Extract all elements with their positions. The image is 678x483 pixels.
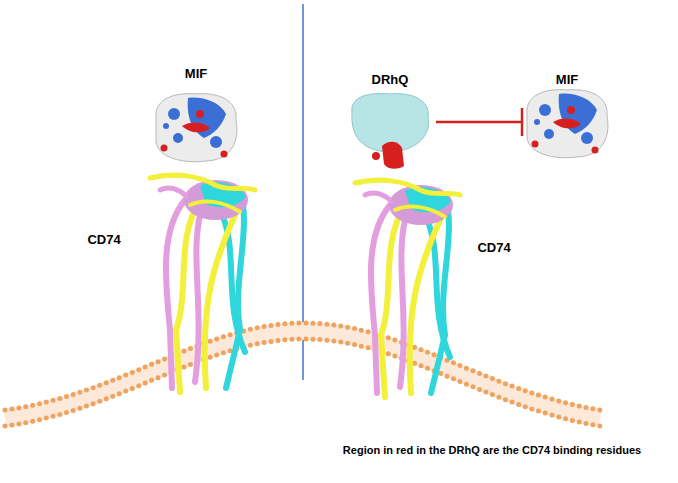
protein-label: MIF — [556, 72, 578, 88]
protein-label: CD74 — [477, 240, 510, 256]
protein-label: DRhQ — [372, 72, 409, 88]
protein-label: MIF — [185, 66, 207, 82]
protein-label: CD74 — [87, 232, 120, 248]
caption-note: Region in red in the DRhQ are the CD74 b… — [343, 444, 641, 457]
